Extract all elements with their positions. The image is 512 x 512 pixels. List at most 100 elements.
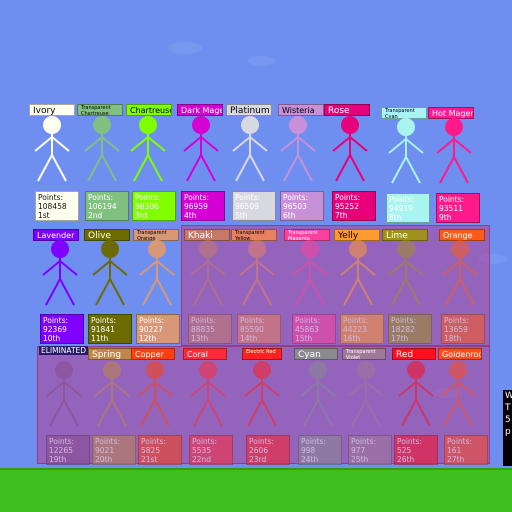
head: [449, 361, 467, 379]
head: [397, 118, 415, 136]
head: [253, 361, 271, 379]
points-label: Points:: [301, 437, 327, 446]
head: [301, 240, 319, 258]
placement: 14th: [240, 334, 258, 343]
stick-figure: [388, 240, 424, 306]
placement: 27th: [447, 455, 465, 464]
points-value: 977: [351, 446, 366, 455]
cloud: [168, 42, 202, 54]
stick-figure: [190, 361, 226, 427]
points-label: Points:: [447, 437, 473, 446]
placement: 13th: [191, 334, 209, 343]
placement: 4th: [184, 211, 197, 220]
points-label: Points:: [335, 193, 361, 202]
side-panel-line: 5: [505, 415, 511, 425]
head: [289, 116, 307, 134]
points-label: Points:: [295, 316, 321, 325]
points-value: 91841: [91, 325, 115, 334]
placement: 26th: [397, 455, 415, 464]
contestant-name-tag: Red: [392, 348, 436, 360]
stick-figure: [440, 361, 476, 427]
stick-figure: [46, 361, 82, 427]
points-value: 93511: [439, 204, 463, 213]
head: [309, 361, 327, 379]
head: [199, 361, 217, 379]
placement: 3rd: [135, 211, 148, 220]
stick-figure: [84, 116, 120, 182]
head: [407, 361, 425, 379]
points-value: 90227: [139, 325, 163, 334]
cloud: [248, 56, 276, 66]
points-label: Points:: [240, 316, 266, 325]
head: [148, 240, 166, 258]
contestant-name-tag: Cyan: [294, 348, 338, 360]
stick-figure: [130, 116, 166, 182]
points-label: Points:: [88, 193, 114, 202]
head: [93, 116, 111, 134]
points-label: Points:: [38, 193, 64, 202]
side-panel-line: T: [505, 403, 511, 413]
stick-figure: [300, 361, 336, 427]
head: [101, 240, 119, 258]
points-value: 2606: [249, 446, 269, 455]
stick-figure: [232, 116, 268, 182]
stick-figure: [348, 361, 384, 427]
head: [451, 240, 469, 258]
points-label: Points:: [91, 316, 117, 325]
placement: 7th: [335, 211, 348, 220]
points-value: 5825: [141, 446, 161, 455]
placement: 18th: [444, 334, 462, 343]
contestant-name-tag: Transparent Magenta: [284, 229, 330, 241]
stick-figure: [398, 361, 434, 427]
head: [248, 240, 266, 258]
placement: 19th: [49, 455, 67, 464]
head: [192, 116, 210, 134]
points-value: 12265: [49, 446, 73, 455]
points-label: Points:: [235, 193, 261, 202]
placement: 12th: [139, 334, 157, 343]
stick-figure: [388, 118, 424, 184]
stick-figure: [442, 240, 478, 306]
contestant-name-tag: Transparent Cyan: [381, 107, 427, 119]
stick-figure: [94, 361, 130, 427]
points-value: 525: [397, 446, 412, 455]
head: [51, 240, 69, 258]
points-value: 96959: [184, 202, 208, 211]
head: [357, 361, 375, 379]
placement: 1st: [38, 211, 50, 220]
placement: 24th: [301, 455, 319, 464]
placement: 11th: [91, 334, 109, 343]
points-value: 106194: [88, 202, 117, 211]
stick-figure: [92, 240, 128, 306]
points-label: Points:: [439, 195, 465, 204]
points-label: Points:: [141, 437, 167, 446]
points-label: Points:: [49, 437, 75, 446]
points-value: 161: [447, 446, 462, 455]
points-label: Points:: [343, 316, 369, 325]
points-value: 95252: [335, 202, 359, 211]
stick-figure: [332, 116, 368, 182]
head: [55, 361, 73, 379]
points-value: 96503: [283, 202, 307, 211]
stick-figure: [280, 116, 316, 182]
placement: 17th: [391, 334, 409, 343]
side-panel-line: W: [505, 391, 512, 401]
